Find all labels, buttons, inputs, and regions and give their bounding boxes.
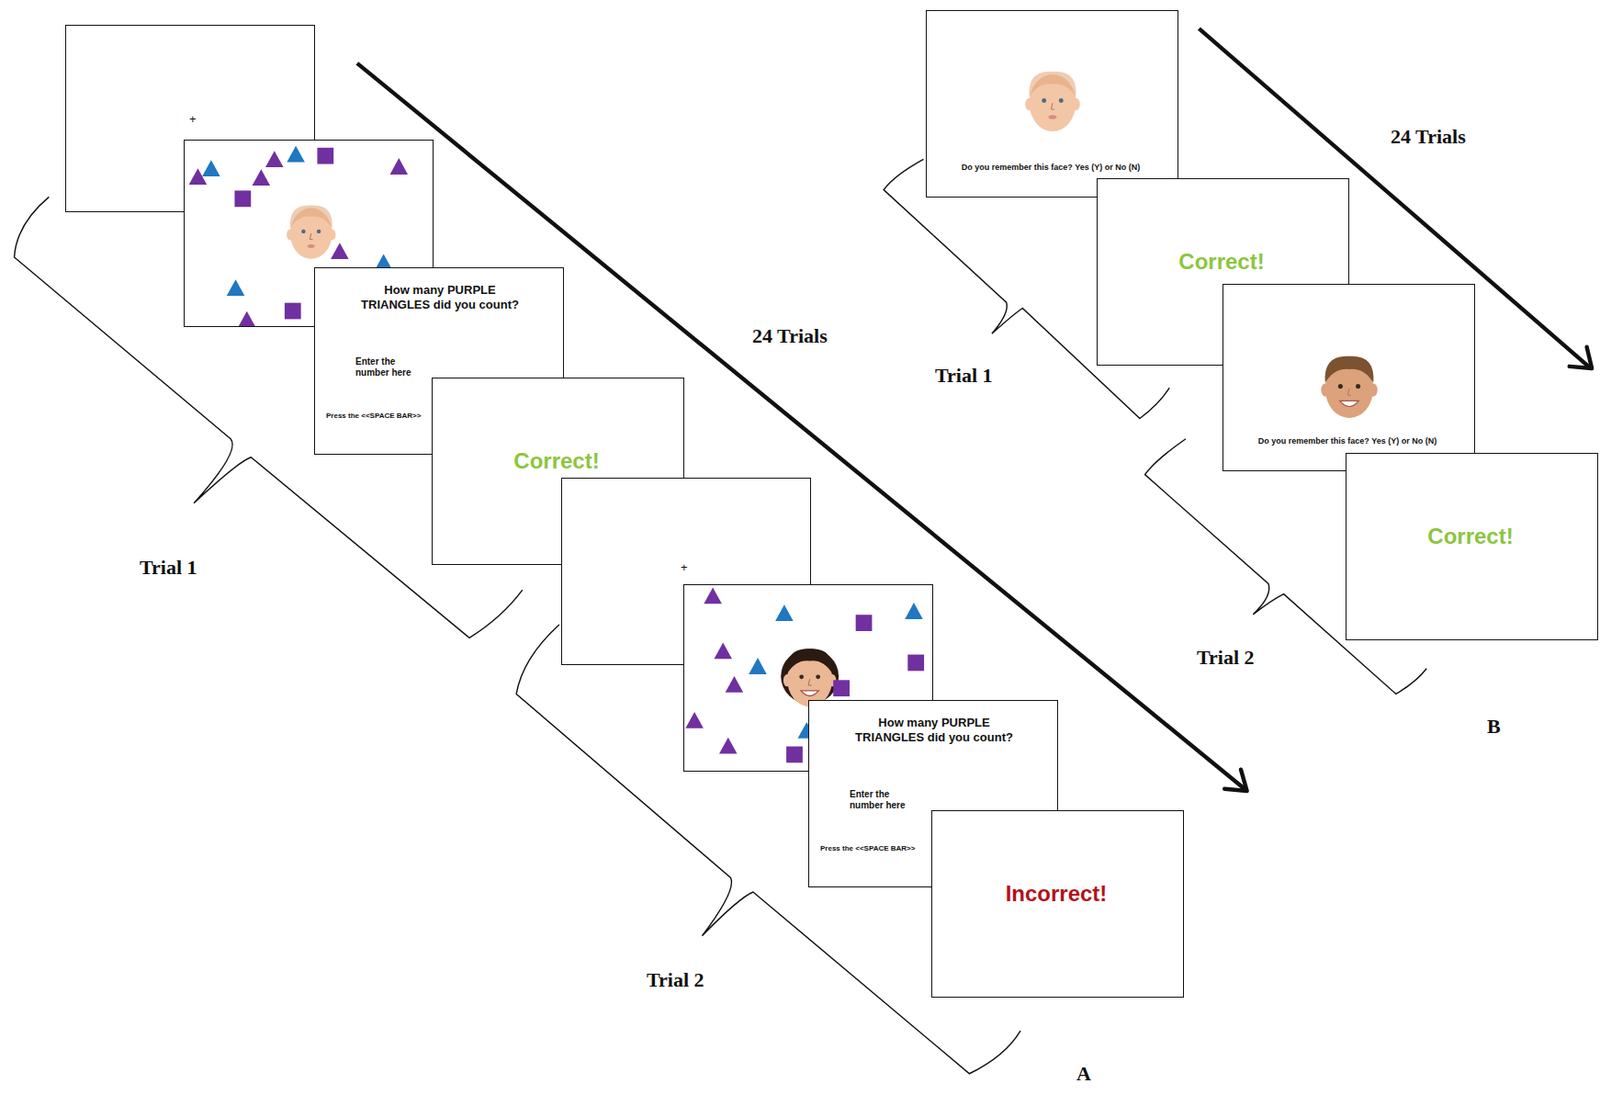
screen-text: Press the <<SPACE BAR>> <box>326 411 421 421</box>
text-slot: Enter the number here <box>355 356 424 379</box>
hair <box>1325 356 1375 384</box>
eye <box>316 229 321 234</box>
trial-label: Trial 1 <box>139 555 198 579</box>
screen-text: + <box>680 560 688 575</box>
purple-triangle <box>713 642 733 659</box>
text-slot: How many PURPLE TRIANGLES did you count? <box>842 715 1026 744</box>
feedback-screen: Incorrect! <box>931 810 1184 998</box>
screen-text: Correct! <box>1346 523 1595 551</box>
text-slot: Correct! <box>432 448 681 475</box>
text-slot: Correct! <box>1097 248 1346 276</box>
purple-square <box>907 654 924 672</box>
nose <box>808 678 812 686</box>
purple-triangle <box>330 242 350 260</box>
hair <box>787 648 834 674</box>
purple-square <box>284 303 302 320</box>
screen-text: How many PURPLE TRIANGLES did you count? <box>842 715 1026 744</box>
screen-text: Do you remember this face? Yes (Y) or No… <box>1223 436 1472 447</box>
face-photo <box>780 648 839 707</box>
blue-triangle <box>748 657 767 675</box>
eye <box>1355 383 1361 389</box>
blue-triangle <box>904 602 924 620</box>
blue-triangle <box>286 146 305 163</box>
hair <box>1028 71 1076 98</box>
trial-label: Trial 1 <box>935 363 993 387</box>
mouth <box>307 244 316 248</box>
text-slot: Enter the number here <box>849 788 918 812</box>
screen-text: + <box>189 112 197 127</box>
blue-triangle <box>775 604 794 621</box>
label-anchor: Trial 2 <box>646 968 705 992</box>
blue-triangle <box>226 279 246 296</box>
text-slot: Press the <<SPACE BAR>> <box>326 411 421 421</box>
screen-text: Correct! <box>1097 248 1346 276</box>
label-anchor: 24 Trials <box>1390 124 1466 149</box>
purple-triangle <box>390 157 409 175</box>
screen-text: Enter the number here <box>849 788 918 812</box>
arrow-head <box>1224 769 1247 791</box>
label-anchor: A <box>1076 1061 1092 1086</box>
label-anchor: 24 Trials <box>752 324 828 349</box>
panel-letter: B <box>1487 714 1501 738</box>
face-photo <box>286 204 336 259</box>
nose <box>309 233 313 240</box>
text-slot: Incorrect! <box>932 880 1181 908</box>
mouth <box>1048 114 1058 119</box>
panel-letter: A <box>1076 1061 1092 1085</box>
purple-square <box>234 190 251 207</box>
eye <box>799 674 804 679</box>
eye <box>815 674 821 679</box>
screen-text: Press the <<SPACE BAR>> <box>820 844 915 854</box>
purple-square <box>833 679 850 697</box>
purple-triangle <box>685 711 704 729</box>
purple-square <box>316 147 334 165</box>
screen-text: Incorrect! <box>932 880 1181 908</box>
trial-label: 24 Trials <box>752 324 828 348</box>
label-anchor: Trial 2 <box>1196 645 1255 670</box>
trial-label: Trial 2 <box>646 968 705 992</box>
trial-label: Trial 2 <box>1196 645 1255 669</box>
purple-triangle <box>725 676 744 693</box>
mouth <box>1340 400 1359 406</box>
blue-triangle <box>202 159 221 177</box>
recognition-screen: Do you remember this face? Yes (Y) or No… <box>1222 283 1476 472</box>
hair <box>290 204 333 228</box>
label-anchor: B <box>1487 714 1501 739</box>
screen-text: Correct! <box>432 448 681 475</box>
purple-triangle <box>237 311 257 327</box>
screen-text: Enter the number here <box>355 356 424 379</box>
screen-text: How many PURPLE TRIANGLES did you count? <box>348 282 532 312</box>
purple-triangle <box>252 169 271 186</box>
purple-triangle <box>265 150 284 168</box>
text-slot: Press the <<SPACE BAR>> <box>820 844 915 854</box>
text-slot: Do you remember this face? Yes (Y) or No… <box>926 162 1175 173</box>
eye <box>1338 383 1343 389</box>
feedback-screen: Correct! <box>1345 452 1599 641</box>
mouth <box>800 690 819 697</box>
screen-text: Do you remember this face? Yes (Y) or No… <box>926 162 1175 173</box>
text-slot: Do you remember this face? Yes (Y) or No… <box>1223 436 1472 447</box>
arrow-head <box>1569 347 1592 369</box>
label-anchor: Trial 1 <box>935 363 993 388</box>
text-slot: + <box>189 112 197 127</box>
eye <box>1041 98 1047 103</box>
purple-triangle <box>719 737 738 755</box>
purple-square <box>786 746 803 764</box>
purple-square <box>856 614 873 631</box>
nose <box>1347 388 1352 396</box>
text-slot: + <box>680 560 688 575</box>
text-slot: Correct! <box>1346 523 1595 551</box>
recognition-screen: Do you remember this face? Yes (Y) or No… <box>925 10 1179 198</box>
nose <box>1050 102 1054 110</box>
eye <box>301 229 305 234</box>
trial-label: 24 Trials <box>1390 124 1466 148</box>
eye <box>1059 98 1064 103</box>
purple-triangle <box>703 586 722 604</box>
label-anchor: Trial 1 <box>139 555 198 580</box>
text-slot: How many PURPLE TRIANGLES did you count? <box>348 282 532 312</box>
